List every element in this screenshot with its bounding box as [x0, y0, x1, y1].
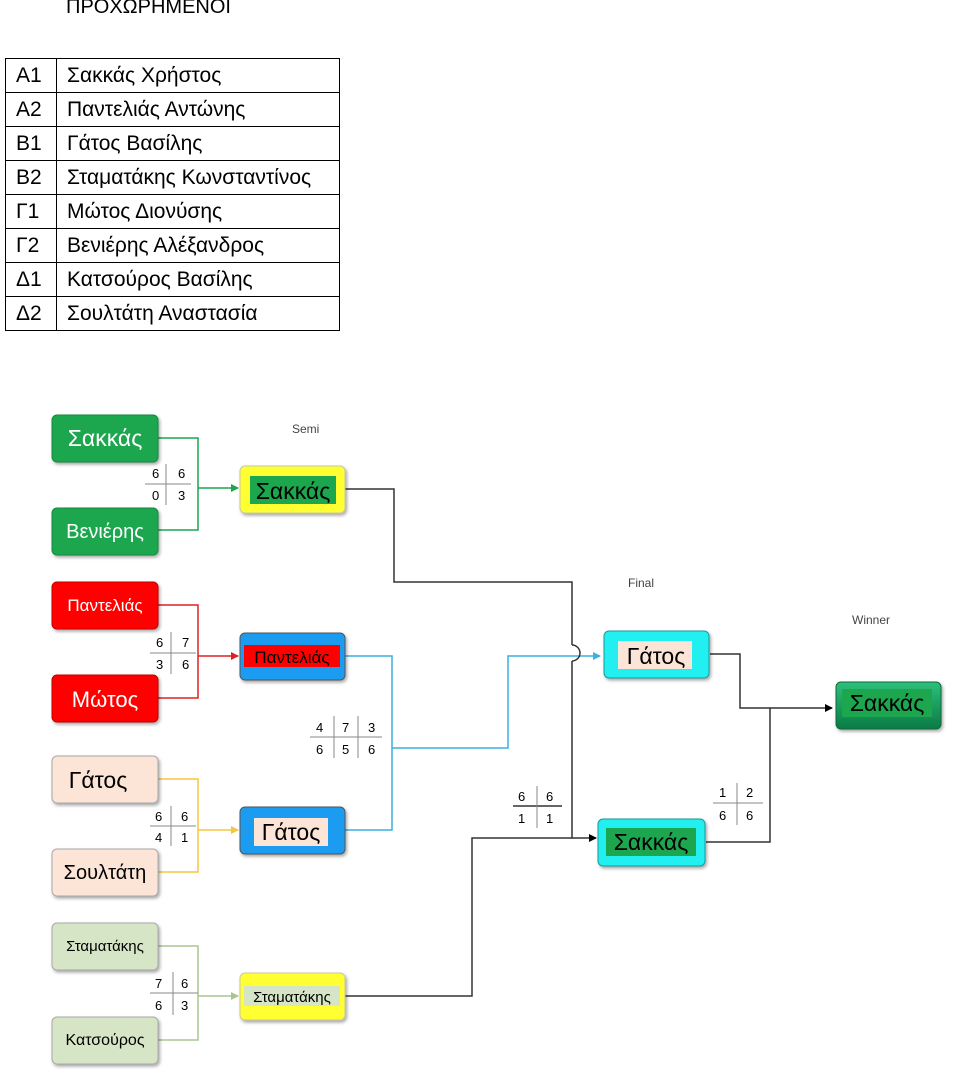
node-label: Παντελιάς — [254, 648, 329, 667]
score-cell: 3 — [178, 488, 185, 503]
node-label: Παντελιάς — [67, 596, 142, 615]
page-title: ΠΡΟΧΩΡΗΜΕΝΟΙ — [66, 0, 231, 18]
node-label: Σουλτάτη — [64, 862, 147, 884]
score-cell: 1 — [181, 830, 188, 845]
score-cell: 1 — [518, 811, 525, 826]
stage-label-winner: Winner — [852, 613, 890, 627]
connector-final — [706, 653, 833, 843]
score-cell: 1 — [546, 811, 553, 826]
stage-label-semi: Semi — [292, 422, 319, 436]
player-name: Σουλτάτη Αναστασία — [56, 296, 340, 331]
node-label: Γάτος — [262, 819, 321, 845]
score-cell: 6 — [518, 789, 525, 804]
player-code: Γ2 — [5, 228, 57, 263]
node-label: Γάτος — [627, 643, 686, 669]
score-cell: 6 — [155, 998, 162, 1013]
score-cell: 3 — [156, 657, 163, 672]
score-cell: 2 — [746, 785, 753, 800]
score-cell: 7 — [182, 635, 189, 650]
node-label: Μώτος — [72, 687, 138, 712]
score-grid-semi-1: 4 7 3 6 5 6 — [310, 716, 382, 758]
player-code: Β2 — [5, 160, 57, 195]
node-pantelias-semi: Παντελιάς — [239, 632, 346, 681]
player-code: Α1 — [5, 58, 57, 93]
score-cell: 6 — [156, 635, 163, 650]
score-cell: 6 — [178, 466, 185, 481]
player-name: Κατσούρος Βασίλης — [56, 262, 340, 297]
score-grid-match-3: 6 6 4 1 — [150, 806, 196, 846]
node-winner: Σακκάς — [835, 681, 942, 730]
connector-match-3 — [158, 778, 239, 873]
score-cell: 6 — [181, 809, 188, 824]
node-label: Σταματάκης — [66, 938, 144, 955]
node-gatos-semi: Γάτος — [239, 806, 346, 855]
node-katsouros-r1: Κατσούρος — [51, 1016, 159, 1065]
player-name: Παντελιάς Αντώνης — [56, 92, 340, 127]
node-label: Γάτος — [69, 767, 128, 793]
node-gatos-final: Γάτος — [603, 630, 710, 679]
score-cell: 6 — [181, 976, 188, 991]
node-label: Σταματάκης — [253, 989, 331, 1006]
node-stamatakis-r1: Σταματάκης — [51, 922, 159, 971]
node-label: Σακκάς — [850, 690, 925, 716]
score-cell: 6 — [546, 789, 553, 804]
score-cell: 6 — [316, 742, 323, 757]
stage-label-final: Final — [628, 576, 654, 590]
node-sakkas-final: Σακκάς — [597, 818, 706, 867]
score-cell: 6 — [719, 808, 726, 823]
node-label: Σακκάς — [256, 478, 331, 504]
connector-match-1 — [158, 437, 239, 531]
score-grid-match-4: 7 6 6 3 — [150, 972, 198, 1015]
score-grid-match-2: 6 7 3 6 — [150, 632, 196, 674]
player-name: Βενιέρης Αλέξανδρος — [56, 228, 340, 263]
score-cell: 6 — [746, 808, 753, 823]
player-name: Σταματάκης Κωνσταντίνος — [56, 160, 340, 195]
node-soultati-r1: Σουλτάτη — [51, 848, 159, 897]
node-label: Βενιέρης — [66, 521, 144, 543]
player-name: Μώτος Διονύσης — [56, 194, 340, 229]
player-code: Α2 — [5, 92, 57, 127]
node-label: Σακκάς — [68, 425, 143, 451]
score-cell: 4 — [316, 720, 323, 735]
score-cell: 5 — [342, 742, 349, 757]
connector-match-2 — [158, 604, 239, 699]
score-cell: 7 — [155, 976, 162, 991]
score-cell: 4 — [155, 830, 162, 845]
node-motos-r1: Μώτος — [51, 674, 159, 723]
score-cell: 1 — [719, 785, 726, 800]
player-name: Σακκάς Χρήστος — [56, 58, 340, 93]
connector-semi-2 — [345, 488, 597, 997]
player-code: Δ2 — [5, 296, 57, 331]
score-cell: 6 — [368, 742, 375, 757]
score-cell: 3 — [181, 998, 188, 1013]
score-grid-semi-2: 6 6 1 1 — [513, 786, 562, 828]
score-grid-match-1: 6 6 0 3 — [145, 464, 191, 505]
node-gatos-r1: Γάτος — [51, 755, 159, 804]
score-grid-final: 1 2 6 6 — [713, 783, 763, 825]
node-sakkas-r1: Σακκάς — [51, 414, 159, 463]
score-cell: 0 — [152, 488, 159, 503]
score-cell: 3 — [368, 720, 375, 735]
connector-semi-1 — [345, 652, 601, 831]
score-cell: 6 — [152, 466, 159, 481]
node-venieris-r1: Βενιέρης — [51, 507, 159, 556]
score-cell: 6 — [155, 809, 162, 824]
node-stamatakis-semi: Σταματάκης — [239, 972, 346, 1021]
score-cell: 7 — [342, 720, 349, 735]
node-label: Κατσούρος — [65, 1032, 144, 1049]
node-pantelias-r1: Παντελιάς — [51, 581, 159, 630]
node-sakkas-semi: Σακκάς — [239, 465, 346, 514]
node-label: Σακκάς — [614, 829, 689, 855]
score-cell: 6 — [182, 657, 189, 672]
